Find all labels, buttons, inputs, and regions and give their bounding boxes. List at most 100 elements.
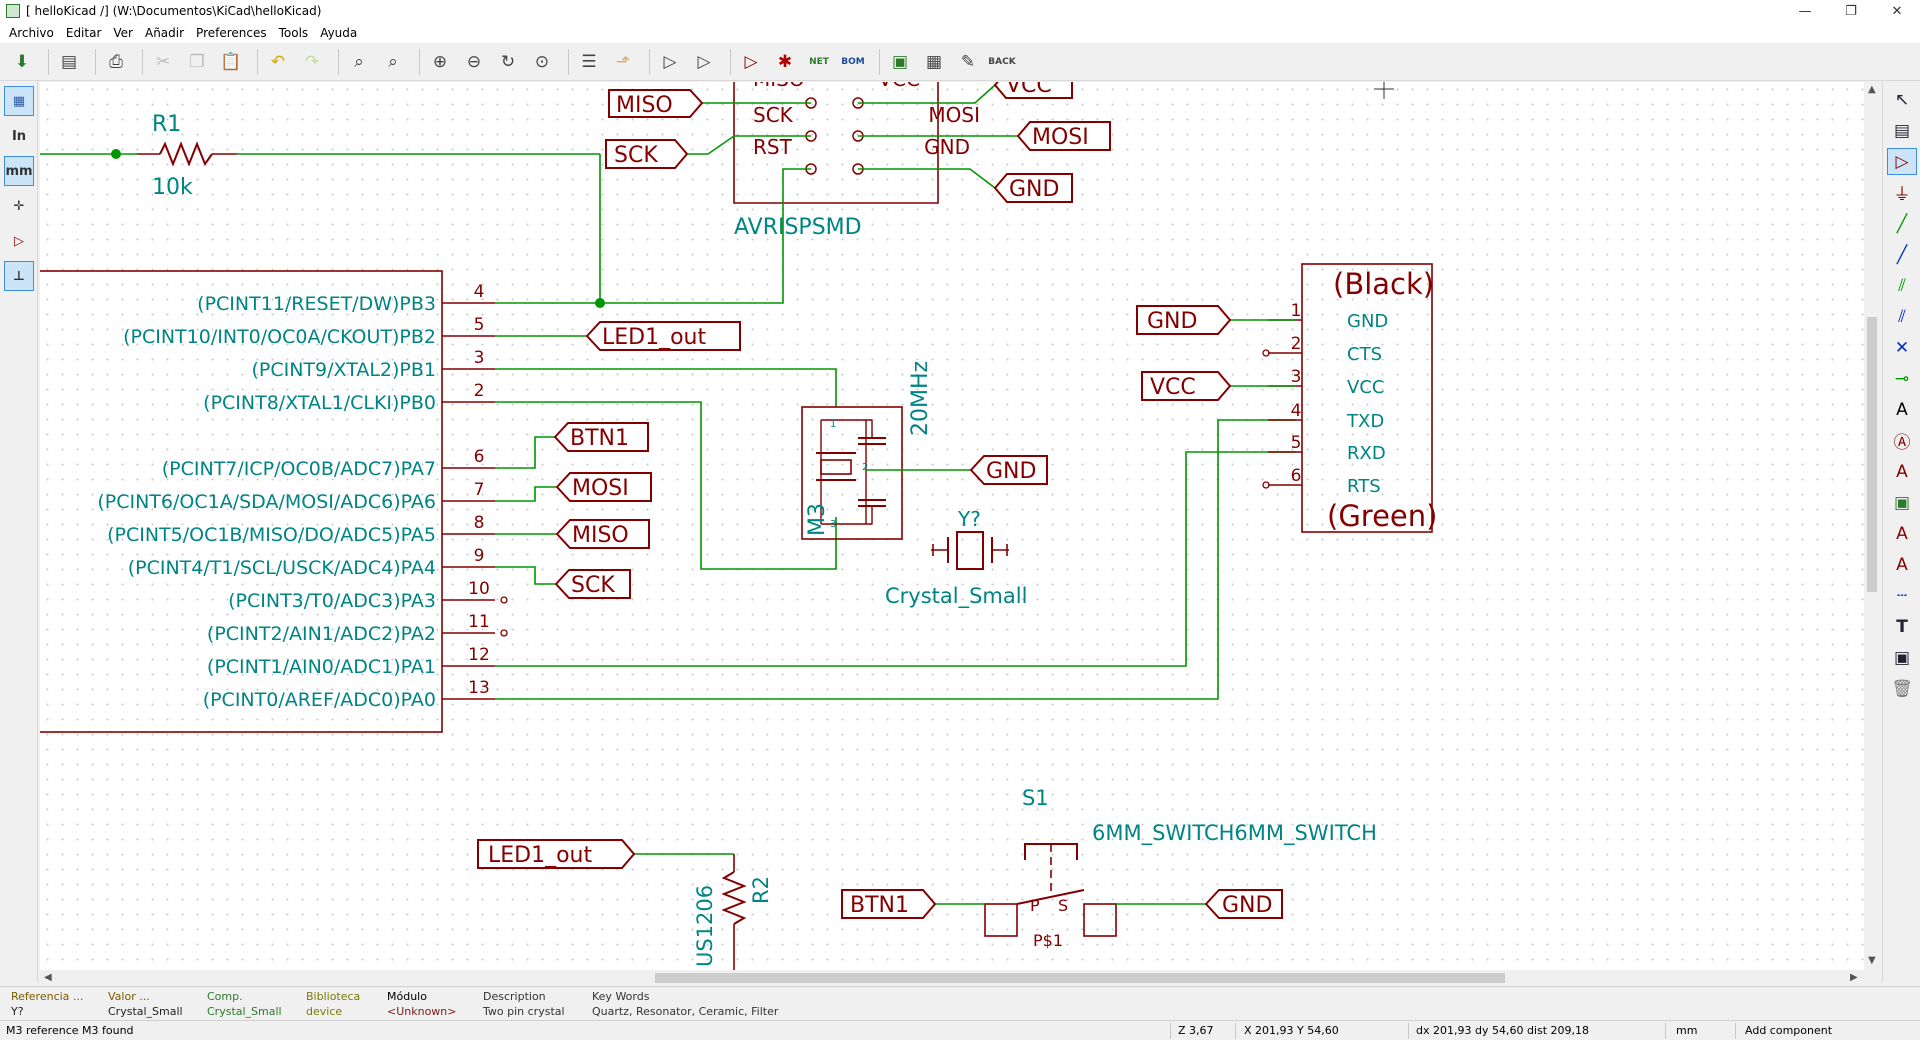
bom-icon[interactable]: BOM <box>841 56 865 67</box>
hierarchy-nav-icon[interactable]: ▤ <box>1893 120 1911 141</box>
erc-icon[interactable]: ✱ <box>777 51 793 72</box>
find-icon[interactable]: ⌕ <box>354 51 364 72</box>
add-graphic-line-icon[interactable]: ┄ <box>1896 585 1908 606</box>
delete-icon[interactable]: 🗑 <box>1891 678 1913 699</box>
library-browser-icon[interactable]: ▷ <box>697 51 711 72</box>
add-sheet-icon[interactable]: ▣ <box>1893 492 1911 513</box>
label-sck[interactable]: SCK <box>554 569 631 599</box>
menu-ver[interactable]: Ver <box>113 25 133 40</box>
menu-preferences[interactable]: Preferences <box>196 25 267 40</box>
label-led1-out[interactable]: LED1_out <box>585 321 741 351</box>
minimize-button[interactable]: — <box>1798 3 1812 19</box>
add-power-icon[interactable]: ⏚ <box>1893 185 1911 205</box>
horizontal-scroll-thumb[interactable] <box>655 973 1505 983</box>
print-icon[interactable]: ⎙ <box>109 51 123 72</box>
annotate-icon[interactable]: ▷ <box>744 51 758 72</box>
label-isp-mosi[interactable]: MOSI <box>1016 121 1111 151</box>
scroll-left-icon[interactable]: ◀ <box>44 972 52 983</box>
page-settings-icon[interactable]: ▤ <box>60 51 78 72</box>
redo-icon[interactable]: ↷ <box>304 51 320 72</box>
scroll-right-icon[interactable]: ▶ <box>1850 972 1858 983</box>
label-miso[interactable]: MISO <box>555 519 650 549</box>
resistor-r1[interactable]: R1 10k <box>40 112 237 200</box>
find-replace-icon[interactable]: ⌕ <box>388 51 398 72</box>
import-sheet-pin-icon[interactable]: A <box>1896 523 1908 544</box>
zoom-fit-icon[interactable]: ⊙ <box>534 51 550 72</box>
cvpcb-icon[interactable]: ▣ <box>891 51 909 72</box>
menu-tools[interactable]: Tools <box>278 25 309 40</box>
schematic-canvas[interactable]: R1 10k MISO SCK RST VCC MOSI GND AVRISPS… <box>40 82 1864 970</box>
wire-to-bus-icon[interactable]: ⫽ <box>1898 275 1906 296</box>
label-ftdi-gnd[interactable]: GND <box>1136 305 1232 335</box>
label-resonator-gnd[interactable]: GND <box>969 455 1048 485</box>
zoom-redraw-icon[interactable]: ↻ <box>500 51 516 72</box>
maximize-button[interactable]: ❐ <box>1845 3 1857 19</box>
isp-connector[interactable]: MISO SCK RST VCC MOSI GND AVRISPSMD <box>733 82 980 240</box>
units-mm-button[interactable]: mm <box>4 156 34 186</box>
add-global-label-icon[interactable]: Ⓐ <box>1893 433 1911 453</box>
menu-archivo[interactable]: Archivo <box>9 25 54 40</box>
hierarchy-icon[interactable]: ☰ <box>581 51 597 72</box>
label-switch-gnd[interactable]: GND <box>1204 889 1283 919</box>
microcontroller[interactable]: (PCINT11/RESET/DW)PB34(PCINT10/INT0/OC0A… <box>40 270 508 733</box>
vertical-scrollbar[interactable]: ▲ ▼ <box>1864 82 1880 970</box>
cursor-shape-icon[interactable]: ✛ <box>13 198 25 214</box>
bus-to-bus-icon[interactable]: ⫽ <box>1898 306 1906 327</box>
scroll-down-icon[interactable]: ▼ <box>1868 955 1876 966</box>
netlist-icon[interactable]: NET <box>809 56 829 67</box>
add-junction-icon[interactable]: ⊸ <box>1894 368 1910 389</box>
switch-s1[interactable]: S1 6MM_SWITCH6MM_SWITCH P S P$1 <box>984 786 1377 950</box>
hidden-pins-icon[interactable]: ▷ <box>14 233 24 249</box>
select-icon[interactable]: ↖ <box>1894 89 1910 110</box>
wire-angle-icon[interactable]: ⊥ <box>4 261 34 291</box>
horizontal-scrollbar[interactable]: ◀ ▶ <box>40 970 1880 986</box>
label-isp-sck[interactable]: SCK <box>605 139 689 169</box>
label-isp-vcc[interactable]: VCC <box>993 82 1073 99</box>
add-hier-label-icon[interactable]: A <box>1896 461 1908 482</box>
label-r2-led1-out[interactable]: LED1_out <box>477 839 636 869</box>
save-icon[interactable]: ⬇ <box>14 51 30 72</box>
back-annotate-icon[interactable]: BACK <box>988 56 1016 67</box>
close-button[interactable]: ✕ <box>1891 3 1903 19</box>
menu-ayuda[interactable]: Ayuda <box>320 25 358 40</box>
label-mosi[interactable]: MOSI <box>555 472 652 502</box>
cut-icon[interactable]: ✂ <box>155 51 171 72</box>
label-switch-btn1[interactable]: BTN1 <box>841 889 937 919</box>
menu-anadir[interactable]: Añadir <box>144 25 185 40</box>
resistor-r2[interactable]: R2 US1206 <box>693 854 773 970</box>
import-footprints-icon[interactable]: ▦ <box>925 51 943 72</box>
add-component-icon[interactable]: ▷ <box>1887 148 1917 175</box>
label-ftdi-vcc[interactable]: VCC <box>1141 371 1232 401</box>
no-connect-icon[interactable]: ✕ <box>1894 337 1910 358</box>
copy-icon[interactable]: ❐ <box>189 51 205 72</box>
add-image-icon[interactable]: ▣ <box>1893 647 1911 668</box>
menu-editar[interactable]: Editar <box>65 25 102 40</box>
leave-sheet-icon[interactable]: ⬏ <box>615 51 631 72</box>
crystal-y[interactable]: Y? Crystal_Small <box>885 507 1027 609</box>
add-wire-icon[interactable]: ╱ <box>1896 213 1908 234</box>
paste-icon[interactable]: 📋 <box>220 51 242 72</box>
units-inch-button[interactable]: In <box>11 128 27 144</box>
undo-icon[interactable]: ↶ <box>270 51 286 72</box>
add-text-icon[interactable]: T <box>1896 616 1908 637</box>
resonator-m3[interactable]: 1 2 3 20MHz M3 <box>801 361 933 540</box>
label-isp-miso[interactable]: MISO <box>608 89 704 118</box>
